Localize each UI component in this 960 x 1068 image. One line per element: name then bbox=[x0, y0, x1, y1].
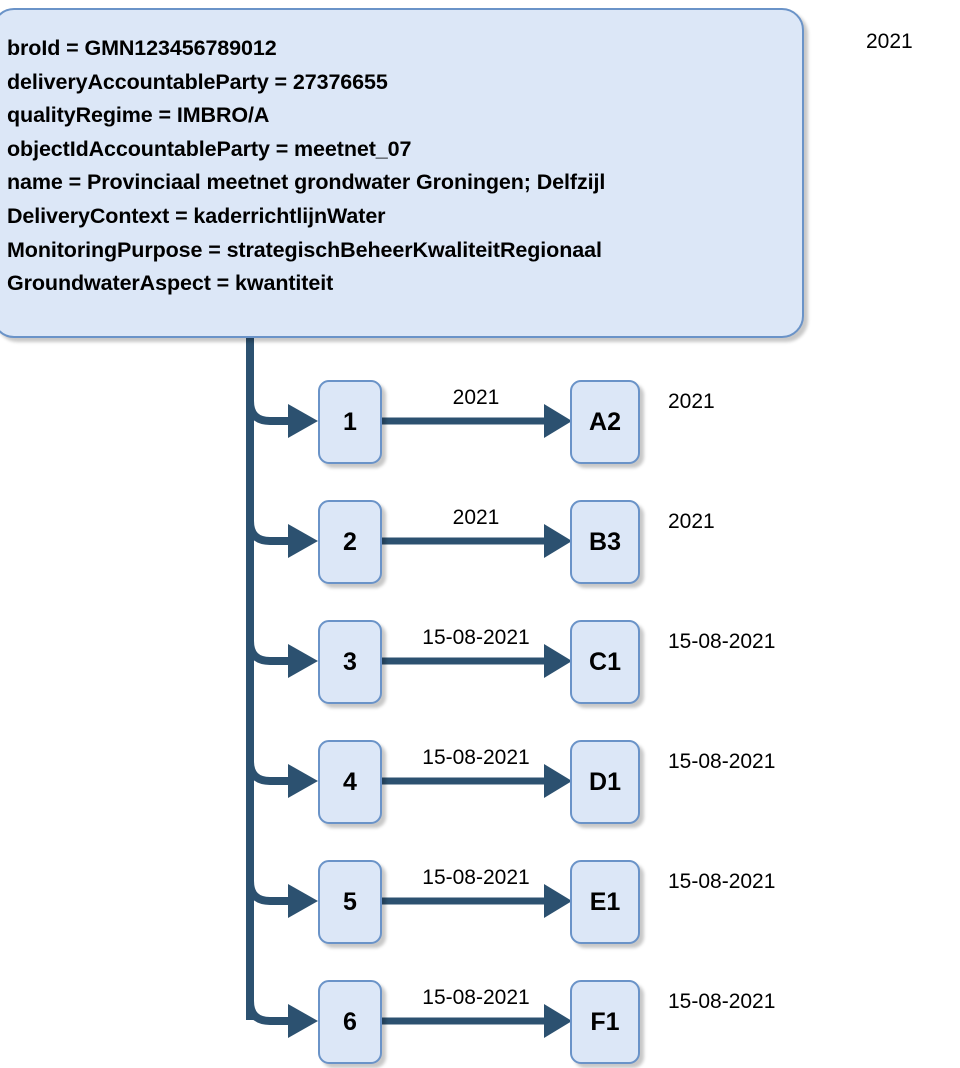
edge-label-4: 15-08-2021 bbox=[422, 746, 530, 769]
source-node-label: 2 bbox=[343, 527, 357, 556]
branch-elbow-4 bbox=[246, 760, 288, 785]
source-node-3[interactable]: 3 bbox=[318, 620, 382, 704]
target-node-b3[interactable]: B3 bbox=[570, 500, 640, 584]
branch-elbow-5 bbox=[246, 880, 288, 905]
target-node-label: F1 bbox=[590, 1007, 620, 1036]
target-node-label: C1 bbox=[589, 647, 621, 676]
target-node-label: A2 bbox=[589, 407, 621, 436]
row-right-label-5: 15-08-2021 bbox=[668, 870, 776, 893]
row-right-label-3: 15-08-2021 bbox=[668, 630, 776, 653]
branch-elbow-6 bbox=[246, 1000, 288, 1025]
target-node-label: B3 bbox=[589, 527, 621, 556]
source-node-label: 3 bbox=[343, 647, 357, 676]
branch-elbow-3 bbox=[246, 640, 288, 665]
branch-arrowhead-1 bbox=[288, 404, 318, 438]
target-node-a2[interactable]: A2 bbox=[570, 380, 640, 464]
branch-arrowhead-2 bbox=[288, 524, 318, 558]
branch-elbow-2 bbox=[246, 520, 288, 545]
target-node-c1[interactable]: C1 bbox=[570, 620, 640, 704]
branch-arrowhead-5 bbox=[288, 884, 318, 918]
source-node-label: 5 bbox=[343, 887, 357, 916]
gmn-attribute-box[interactable]: broId = GMN123456789012 deliveryAccounta… bbox=[0, 8, 804, 338]
corner-year-label: 2021 bbox=[866, 30, 913, 53]
target-node-d1[interactable]: D1 bbox=[570, 740, 640, 824]
source-node-label: 4 bbox=[343, 767, 357, 796]
row-right-label-6: 15-08-2021 bbox=[668, 990, 776, 1013]
branch-arrowheads bbox=[288, 404, 318, 1038]
branch-arrowhead-4 bbox=[288, 764, 318, 798]
attribute-delivery-accountable-party: deliveryAccountableParty = 27376655 bbox=[7, 69, 388, 94]
row-right-label-2: 2021 bbox=[668, 510, 715, 533]
edge-label-1: 2021 bbox=[452, 386, 500, 409]
row-right-label-1: 2021 bbox=[668, 390, 715, 413]
attribute-object-id-accountable-party: objectIdAccountableParty = meetnet_07 bbox=[7, 136, 412, 161]
attribute-monitoring-purpose: MonitoringPurpose = strategischBeheerKwa… bbox=[7, 237, 602, 262]
gmn-attribute-list: broId = GMN123456789012 deliveryAccounta… bbox=[7, 32, 797, 301]
edge-label-3: 15-08-2021 bbox=[422, 626, 530, 649]
source-node-label: 6 bbox=[343, 1007, 357, 1036]
source-node-6[interactable]: 6 bbox=[318, 980, 382, 1064]
target-node-e1[interactable]: E1 bbox=[570, 860, 640, 944]
attribute-quality-regime: qualityRegime = IMBRO/A bbox=[7, 103, 270, 128]
edge-label-5: 15-08-2021 bbox=[422, 866, 530, 889]
source-node-1[interactable]: 1 bbox=[318, 380, 382, 464]
source-node-2[interactable]: 2 bbox=[318, 500, 382, 584]
edge-arrowheads bbox=[544, 404, 572, 1038]
edge-label-6: 15-08-2021 bbox=[422, 986, 530, 1009]
attribute-broid: broId = GMN123456789012 bbox=[7, 36, 277, 60]
source-node-5[interactable]: 5 bbox=[318, 860, 382, 944]
attribute-name: name = Provinciaal meetnet grondwater Gr… bbox=[7, 170, 606, 195]
target-node-label: E1 bbox=[589, 887, 621, 916]
target-node-f1[interactable]: F1 bbox=[570, 980, 640, 1064]
branch-arrowhead-3 bbox=[288, 644, 318, 678]
branch-arrowhead-6 bbox=[288, 1004, 318, 1038]
branch-elbow-1 bbox=[246, 400, 288, 425]
target-node-label: D1 bbox=[589, 767, 621, 796]
row-right-label-4: 15-08-2021 bbox=[668, 750, 776, 773]
source-node-4[interactable]: 4 bbox=[318, 740, 382, 824]
edge-label-2: 2021 bbox=[452, 506, 500, 529]
source-node-label: 1 bbox=[343, 407, 357, 436]
attribute-delivery-context: DeliveryContext = kaderrichtlijnWater bbox=[7, 203, 386, 228]
attribute-groundwater-aspect: GroundwaterAspect = kwantiteit bbox=[7, 271, 334, 296]
